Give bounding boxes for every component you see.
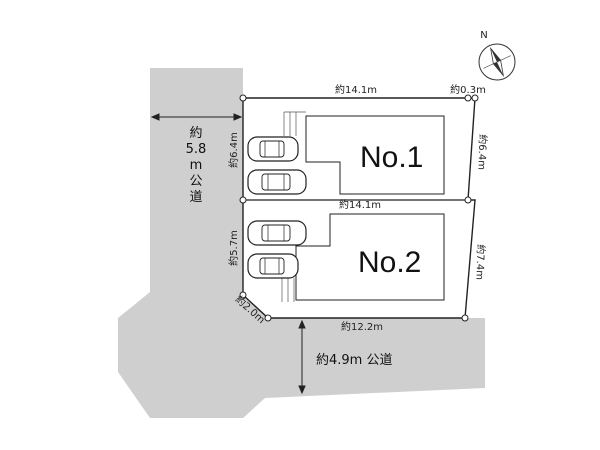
dim-middle: 約14.1m <box>339 198 381 211</box>
lot-1-label: No.1 <box>360 141 423 174</box>
building-lot-2 <box>295 213 445 301</box>
dim-top: 約14.1m <box>335 83 377 96</box>
west-road-label-4: 公 <box>189 174 202 189</box>
driveway-lot-1 <box>283 111 306 136</box>
west-road-label-1: 約 <box>189 126 202 141</box>
compass-north-label: N <box>480 30 487 41</box>
dim-right-lot2: 約7.4m <box>473 244 487 280</box>
compass-icon <box>478 43 516 81</box>
west-road <box>150 68 268 340</box>
dim-top-corner: 約0.3m <box>450 83 486 96</box>
west-road-label-2: 5.8 <box>186 142 207 157</box>
driveway-lot-2 <box>281 278 295 302</box>
west-road-width-arrow <box>150 113 243 121</box>
west-road-label-3: m <box>190 158 203 173</box>
car-3 <box>247 220 307 246</box>
west-road-label-5: 道 <box>189 190 202 205</box>
dim-bottom: 約12.2m <box>341 320 383 333</box>
building-lot-1 <box>305 115 445 195</box>
lot-2-label: No.2 <box>358 246 421 279</box>
dim-right-lot1: 約6.4m <box>475 134 489 170</box>
corner-markers <box>239 94 479 322</box>
south-road-label: 約4.9m 公道 <box>316 353 392 368</box>
dim-left-lot2: 約5.7m <box>227 230 240 266</box>
car-4 <box>247 253 299 279</box>
south-road-width-arrow <box>298 319 306 395</box>
dim-left-lot1: 約6.4m <box>227 132 240 168</box>
car-2 <box>247 169 307 195</box>
car-1 <box>247 136 299 162</box>
